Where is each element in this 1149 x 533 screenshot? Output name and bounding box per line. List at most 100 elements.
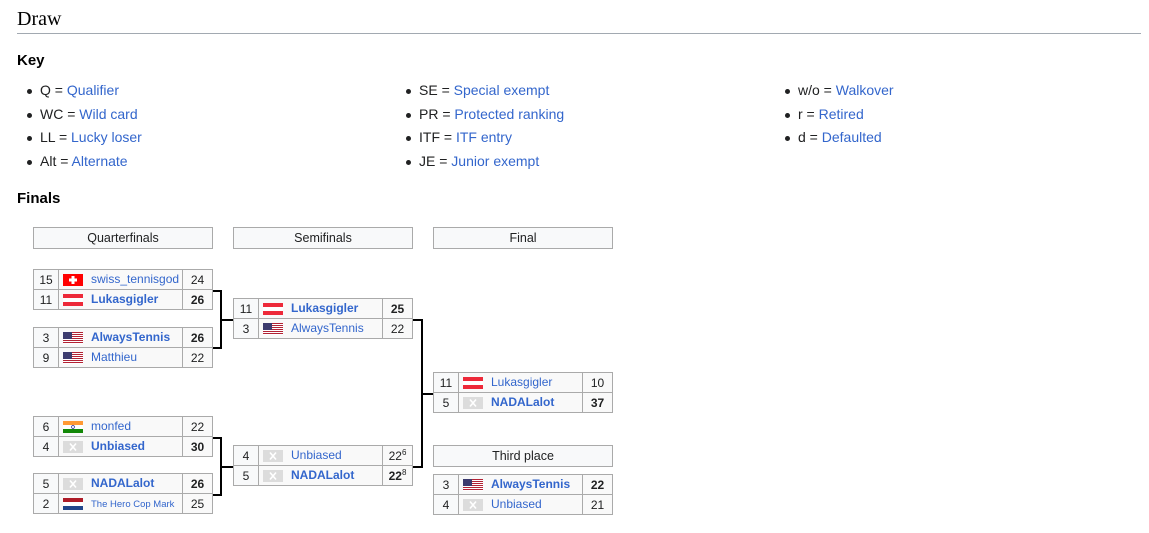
player-name-link[interactable]: monfed [91,418,132,433]
key-item: w/o = Walkover [775,82,894,106]
player-cell: Lukasgigler [258,298,383,319]
player-name-link[interactable]: Lukasgigler [91,291,159,306]
usa-flag [63,351,85,366]
player-cell: AlwaysTennis [58,327,183,348]
player-row: 5 NADALalot 228 [233,465,413,486]
player-cell: Lukasgigler [458,372,583,393]
austria-flag [263,302,285,317]
player-name-link[interactable]: AlwaysTennis [291,320,364,335]
player-name-link[interactable]: Lukasgigler [291,300,359,315]
retired-link[interactable]: Retired [818,105,864,122]
tiebreak-score: 6 [401,447,407,457]
round-header-quarterfinals: Quarterfinals [33,227,213,249]
wild-card-link[interactable]: Wild card [79,105,138,122]
player-name-link[interactable]: NADALalot [291,467,355,482]
bracket-line [413,466,422,468]
seed-cell: 11 [33,289,59,310]
alternate-link[interactable]: Alternate [71,152,128,169]
protected-ranking-link[interactable]: Protected ranking [454,105,565,122]
bracket-line [220,466,233,468]
player-cell: Lukasgigler [58,289,183,310]
player-name-link[interactable]: NADALalot [91,475,155,490]
seed-cell: 3 [233,318,259,339]
score-cell: 26 [182,473,213,494]
key-heading: Key [17,52,45,69]
usa-flag [263,322,285,337]
qualifier-link[interactable]: Qualifier [66,82,119,98]
placeholder-icon [263,469,285,484]
walkover-link[interactable]: Walkover [835,82,894,98]
player-name-link[interactable]: Unbiased [91,438,146,453]
special-exempt-link[interactable]: Special exempt [453,82,550,98]
score-cell: 26 [182,289,213,310]
score-value: 21 [590,497,605,512]
score-value: 26 [190,330,205,345]
seed-cell: 5 [233,465,259,486]
bracket-line [213,347,221,349]
score-value: 25 [190,496,205,511]
score-cell: 22 [182,347,213,368]
player-name-link[interactable]: swiss_tennisgod [91,271,180,286]
player-cell: AlwaysTennis [258,318,383,339]
player-cell: NADALalot [258,465,383,486]
bracket-line [213,437,221,439]
defaulted-link[interactable]: Defaulted [821,129,882,145]
bracket-line [213,494,221,496]
score-value: 10 [590,375,605,390]
draw-heading: Draw [17,8,62,30]
player-name-link[interactable]: Matthieu [91,349,138,364]
player-cell: The Hero Cop Mark [58,493,183,514]
seed-cell: 9 [33,347,59,368]
third-place-header: Third place [433,445,613,467]
key-list-2: SE = Special exempt PR = Protected ranki… [396,82,564,176]
key-item: PR = Protected ranking [396,106,564,130]
score-cell: 22 [382,318,413,339]
seed-cell: 4 [433,494,459,515]
bracket-line [421,393,433,395]
player-row: 11 Lukasgigler 26 [33,289,213,310]
player-cell: swiss_tennisgod [58,269,183,290]
score-value: 22 [388,468,402,483]
player-name-link[interactable]: AlwaysTennis [91,329,171,344]
score-value: 22 [190,350,205,365]
player-name-link[interactable]: Lukasgigler [491,374,553,389]
score-cell: 24 [182,269,213,290]
player-name-link[interactable]: Unbiased [291,447,342,462]
player-name-link[interactable]: NADALalot [491,394,555,409]
score-cell: 228 [382,465,413,486]
bracket-line [213,290,221,292]
score-value: 22 [590,477,605,492]
seed-cell: 5 [33,473,59,494]
score-cell: 37 [582,392,613,413]
key-item: ITF = ITF entry [396,129,564,153]
score-value: 26 [190,476,205,491]
score-value: 22 [388,448,402,463]
key-item: WC = Wild card [17,106,142,130]
player-cell: NADALalot [458,392,583,413]
key-item: JE = Junior exempt [396,153,564,177]
key-item: SE = Special exempt [396,82,564,106]
seed-cell: 5 [433,392,459,413]
lucky-loser-link[interactable]: Lucky loser [71,129,142,145]
bracket-line [413,319,422,321]
score-cell: 22 [182,416,213,437]
player-row: 3 AlwaysTennis 22 [233,318,413,339]
score-value: 37 [590,395,605,410]
score-cell: 30 [182,436,213,457]
player-name-link[interactable]: Unbiased [491,496,542,511]
score-cell: 10 [582,372,613,393]
junior-exempt-link[interactable]: Junior exempt [451,152,540,169]
itf-entry-link[interactable]: ITF entry [455,129,512,145]
key-list-3: w/o = Walkover r = Retired d = Defaulted [775,82,894,153]
player-name-link[interactable]: AlwaysTennis [491,476,571,491]
player-name-link[interactable]: The Hero Cop Mark [91,498,175,510]
